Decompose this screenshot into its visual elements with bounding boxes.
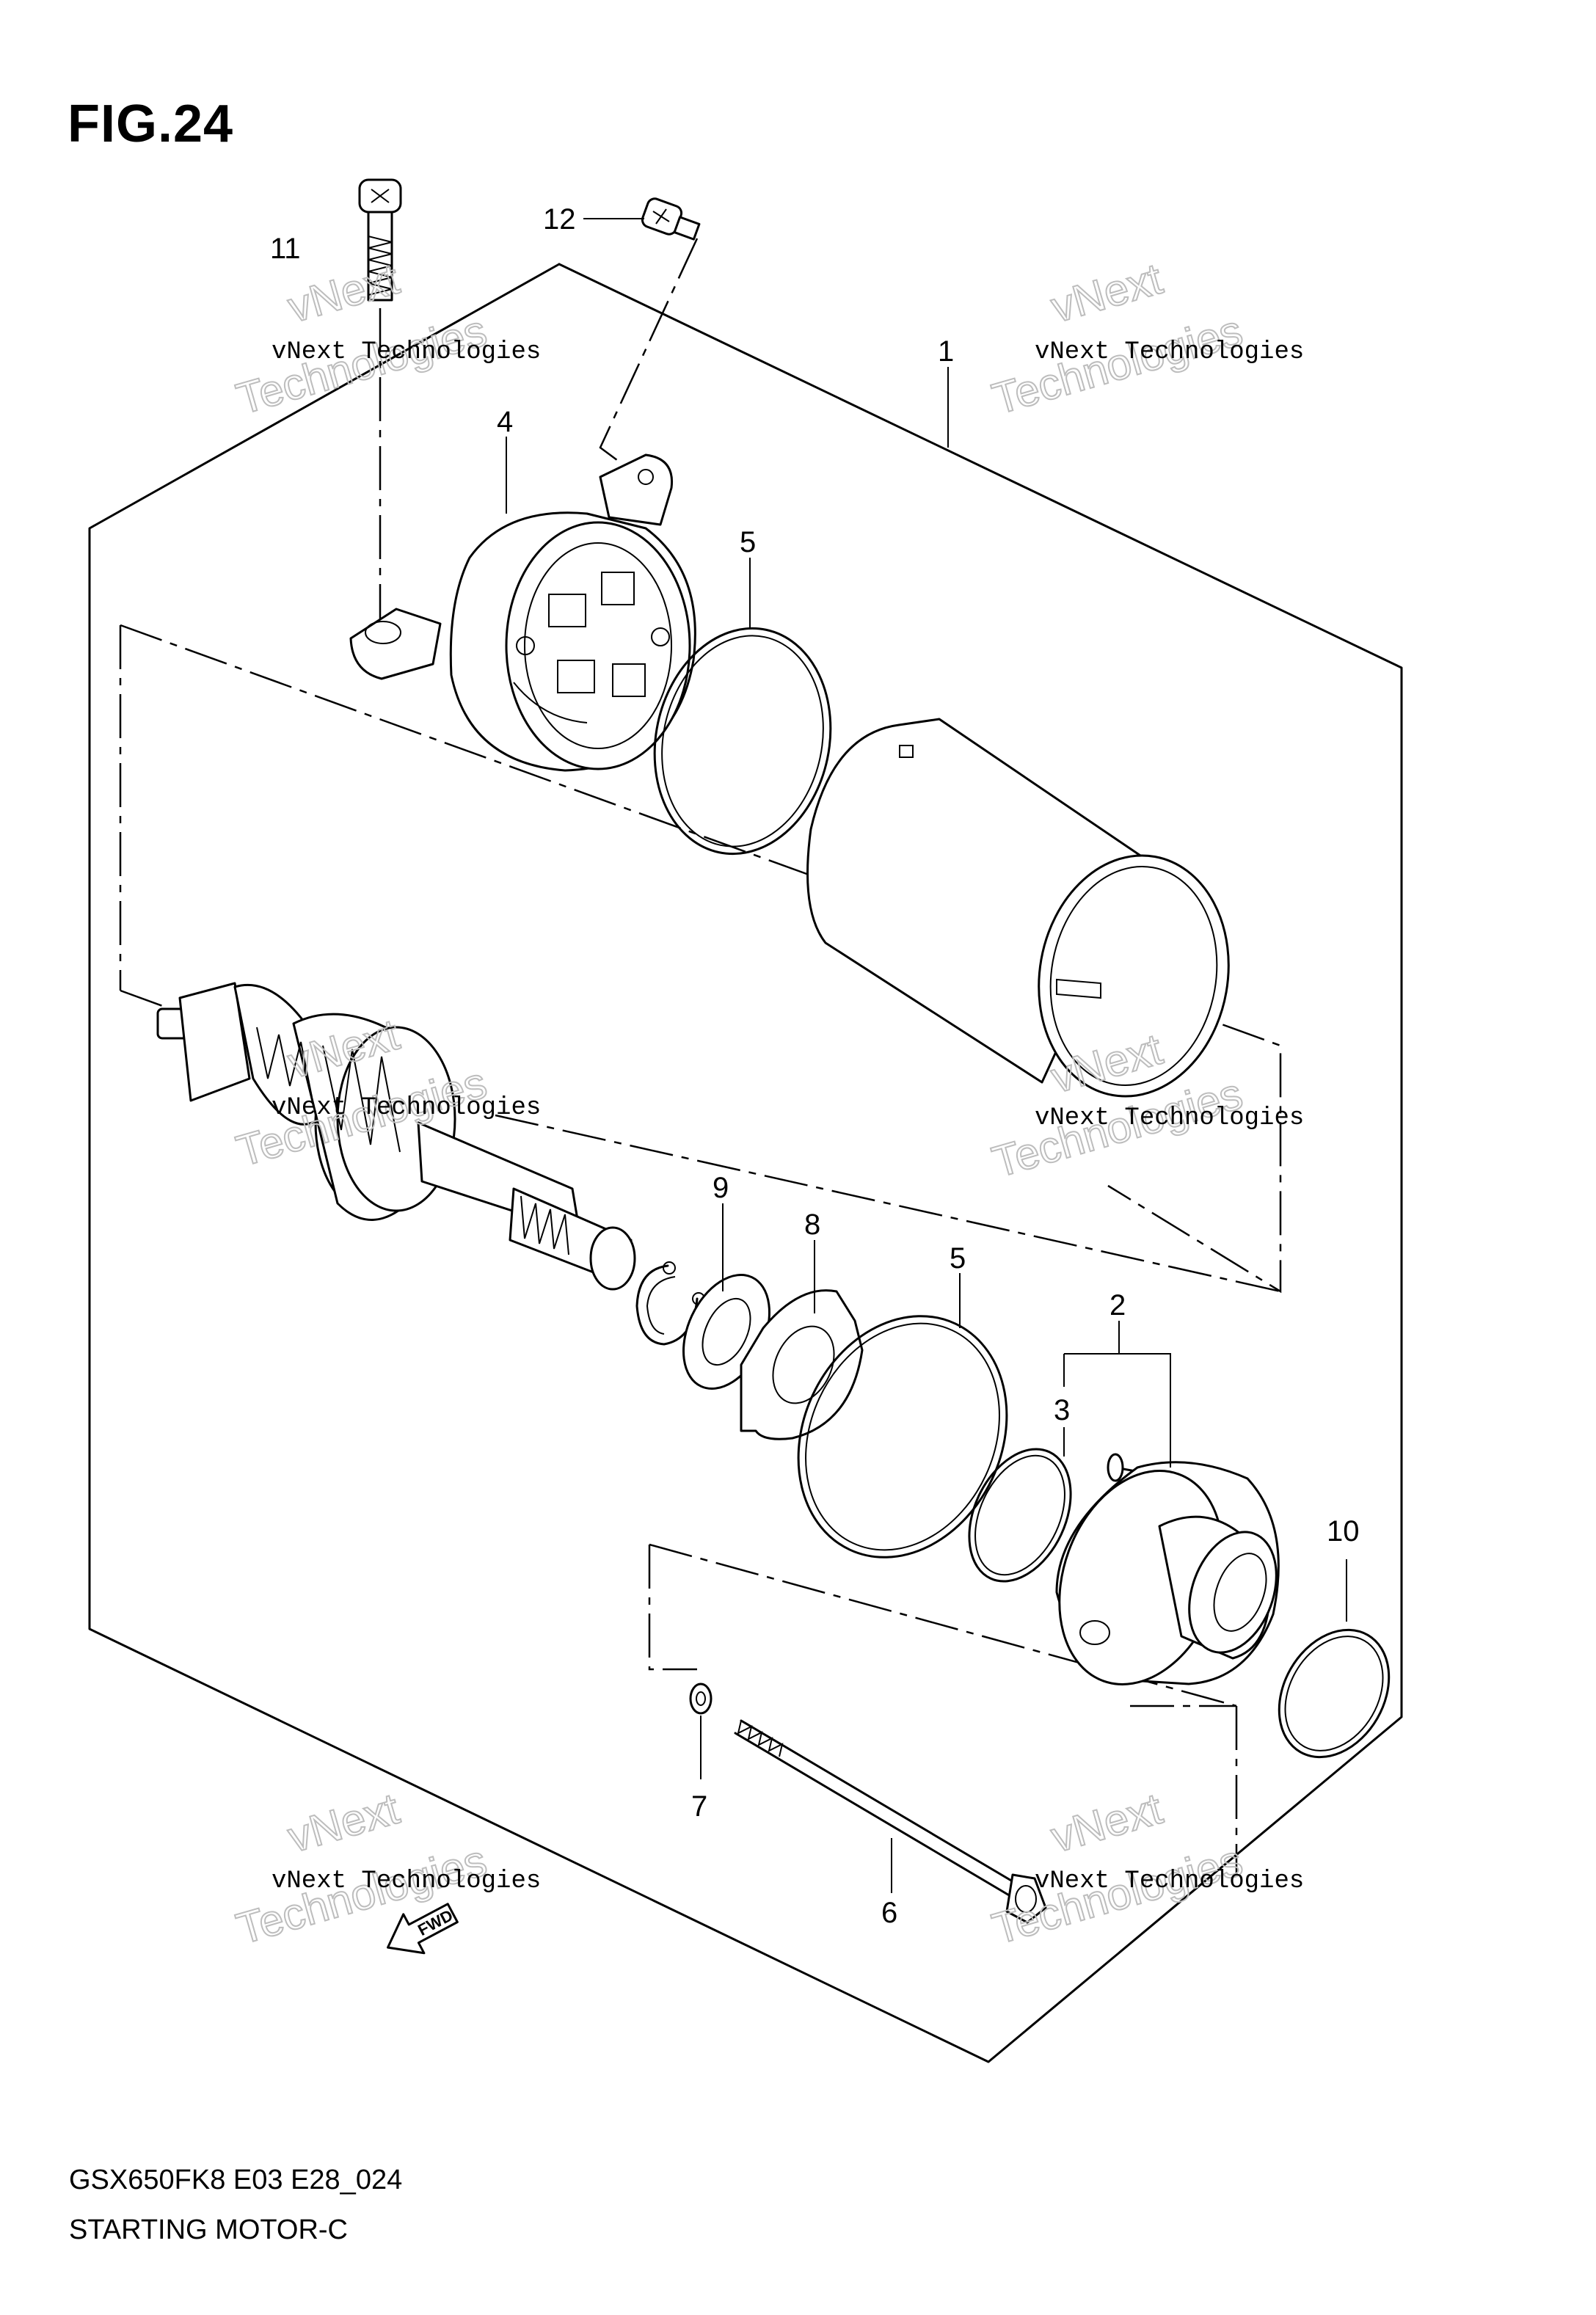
part-bolt-11	[358, 178, 402, 302]
bolt-frame	[648, 1545, 697, 1671]
fwd-arrow-icon: FWD	[387, 1903, 459, 1955]
watermark-bottom-left: vNext Technologies vNext Technologies	[230, 1783, 541, 1955]
part-armature	[156, 982, 636, 1291]
part-yoke	[806, 718, 1230, 1098]
part-o-ring-10	[1278, 1628, 1391, 1759]
figure-title: FIG.24	[68, 95, 234, 153]
assembly-frame-outer	[88, 263, 1403, 2063]
part-through-bolt-6	[734, 1719, 1047, 1924]
part-o-ring-5a	[653, 627, 832, 856]
part-o-ring-3	[968, 1448, 1072, 1583]
part-washer-8	[740, 1289, 864, 1440]
callout-4: 4	[497, 406, 513, 438]
callout-7: 7	[691, 1790, 707, 1823]
callout-6: 6	[881, 1897, 897, 1929]
part-washer-7	[689, 1683, 713, 1715]
callout-leaders	[506, 218, 1347, 1893]
svg-text:vNext: vNext	[1046, 1784, 1167, 1862]
part-front-cover-2	[1055, 1453, 1280, 1685]
svg-text:vNext Technologies: vNext Technologies	[272, 338, 541, 366]
callout-11: 11	[270, 233, 301, 265]
svg-text:vNext Technologies: vNext Technologies	[1035, 1104, 1304, 1132]
callout-1: 1	[938, 335, 954, 368]
callout-12: 12	[543, 203, 576, 236]
callout-8: 8	[804, 1208, 820, 1241]
svg-text:vNext: vNext	[283, 254, 404, 332]
part-o-ring-5b	[797, 1315, 1008, 1558]
callout-5-lower: 5	[950, 1242, 966, 1275]
watermark-bottom-right: vNext Technologies vNext Technologies	[986, 1783, 1304, 1955]
section-title: STARTING MOTOR-C	[69, 2214, 348, 2245]
watermark-top-left: vNext Technologies vNext Technologies	[230, 253, 541, 425]
model-code: GSX650FK8 E03 E28_024	[69, 2165, 403, 2195]
callout-5-upper: 5	[740, 526, 756, 558]
svg-text:vNext Technologies: vNext Technologies	[1035, 338, 1304, 366]
callout-2: 2	[1109, 1289, 1126, 1321]
svg-text:vNext: vNext	[1046, 254, 1167, 332]
svg-text:vNext Technologies: vNext Technologies	[272, 1094, 541, 1122]
watermarks: vNext Technologies vNext Technologies vN…	[230, 253, 1304, 1955]
callout-3: 3	[1054, 1394, 1070, 1426]
part-end-cover-4	[349, 453, 696, 772]
svg-text:vNext Technologies: vNext Technologies	[1035, 1867, 1304, 1895]
part-screw-12	[641, 197, 701, 241]
callout-9: 9	[713, 1172, 729, 1204]
svg-text:vNext Technologies: vNext Technologies	[272, 1867, 541, 1895]
callout-10: 10	[1327, 1515, 1360, 1547]
callout-labels: 1 2 3 4 5 5 6 7 8 9 10 11 12	[270, 203, 1360, 1929]
watermark-top-right: vNext Technologies vNext Technologies	[986, 253, 1304, 425]
svg-text:vNext: vNext	[283, 1784, 404, 1862]
